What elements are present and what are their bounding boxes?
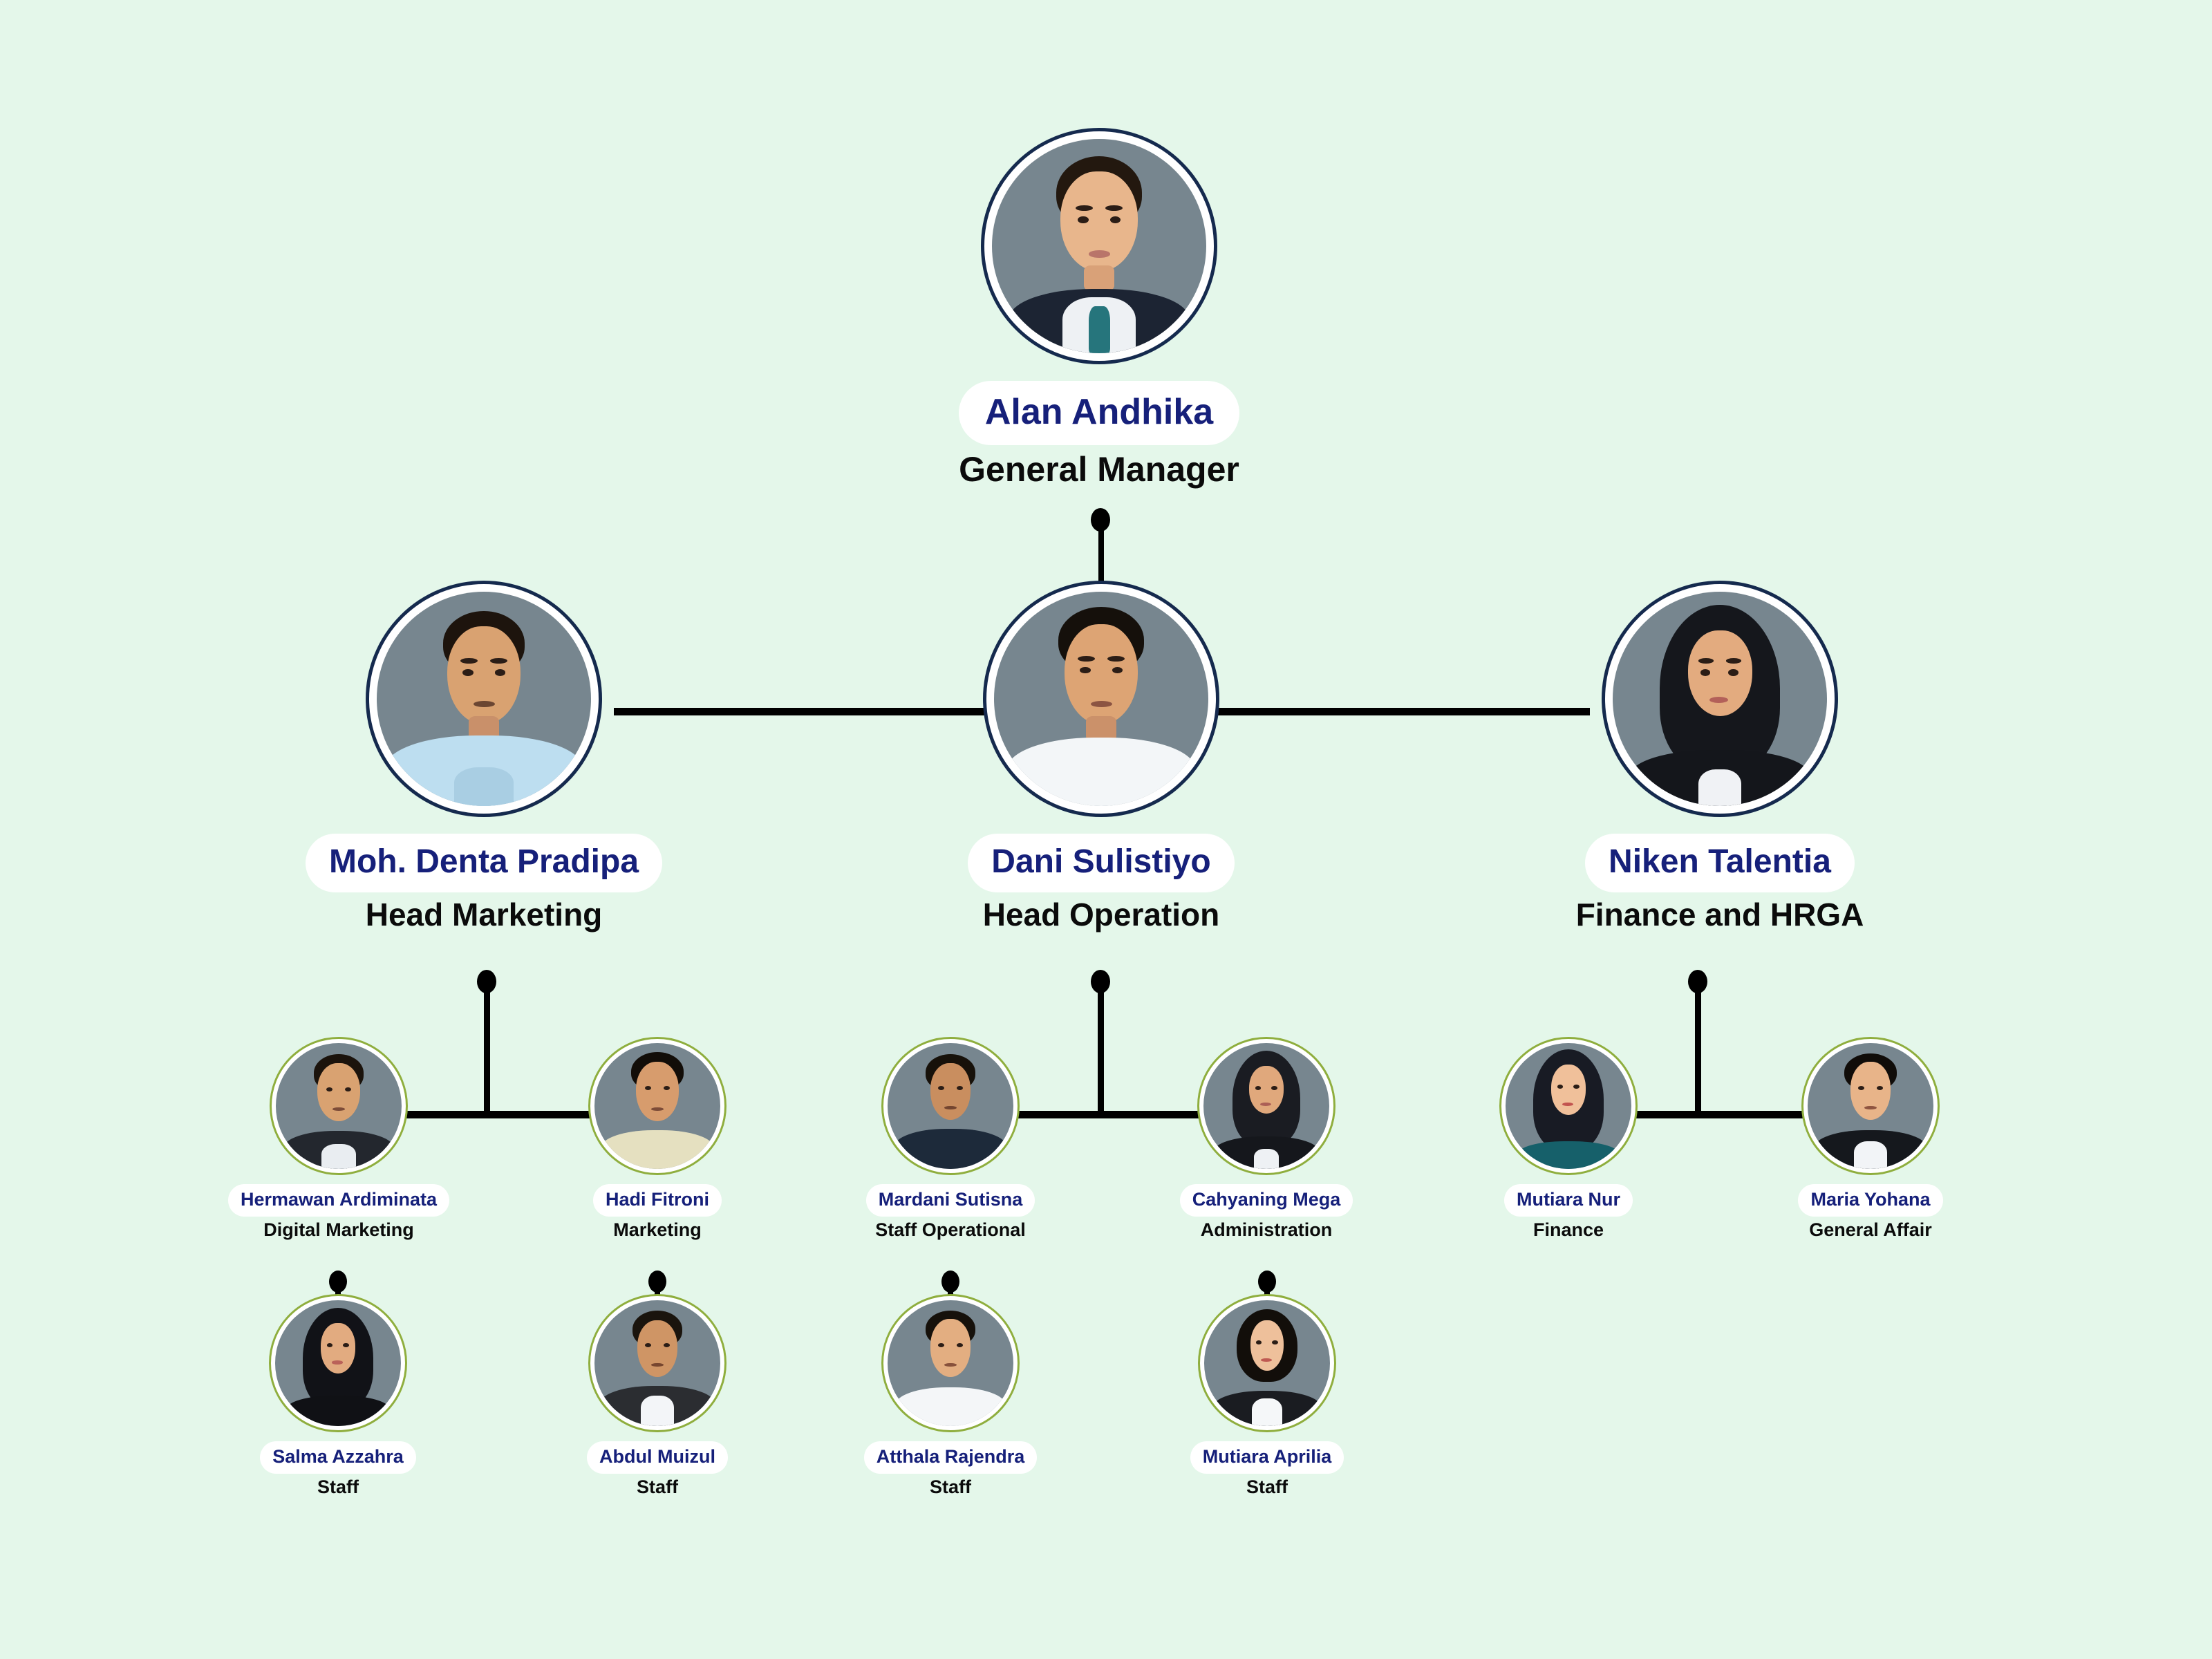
- org-node-mardani-sutisna[interactable]: Mardani Sutisna Staff Operational: [812, 1037, 1089, 1239]
- label-block-alan-andhika: Alan Andhika General Manager: [958, 381, 1240, 489]
- label-block-maria-yohana: Maria Yohana General Affair: [1798, 1184, 1943, 1240]
- name-moh-denta-pradipa: Moh. Denta Pradipa: [305, 834, 663, 892]
- avatar-maria-yohana: [1801, 1037, 1940, 1175]
- org-node-mutiara-nur[interactable]: Mutiara Nur Finance: [1430, 1037, 1707, 1239]
- name-abdul-muizul: Abdul Muizul: [587, 1441, 728, 1474]
- connector-stem-marketing: [484, 988, 490, 1116]
- role-mutiara-nur: Finance: [1533, 1219, 1604, 1240]
- name-atthala-rajendra: Atthala Rajendra: [863, 1441, 1038, 1474]
- label-block-mutiara-nur: Mutiara Nur Finance: [1503, 1184, 1633, 1240]
- portrait-mutiara-aprilia: [1204, 1300, 1330, 1426]
- role-maria-yohana: General Affair: [1809, 1219, 1932, 1240]
- role-mardani-sutisna: Staff Operational: [875, 1219, 1026, 1240]
- portrait-abdul-muizul: [594, 1300, 720, 1426]
- role-hadi-fitroni: Marketing: [613, 1219, 702, 1240]
- role-atthala-rajendra: Staff: [930, 1477, 971, 1497]
- connector-bar-marketing: [387, 1111, 657, 1118]
- name-maria-yohana: Maria Yohana: [1798, 1184, 1943, 1217]
- name-hadi-fitroni: Hadi Fitroni: [593, 1184, 722, 1217]
- name-cahyaning-mega: Cahyaning Mega: [1179, 1184, 1353, 1217]
- connector-stem-finance: [1695, 988, 1701, 1116]
- avatar-abdul-muizul: [588, 1294, 727, 1432]
- connector-stem-operation: [1098, 988, 1104, 1116]
- portrait-maria-yohana: [1808, 1043, 1933, 1169]
- avatar-mardani-sutisna: [881, 1037, 1020, 1175]
- org-node-alan-andhika[interactable]: Alan Andhika General Manager: [912, 128, 1286, 487]
- label-block-mutiara-aprilia: Mutiara Aprilia Staff: [1190, 1441, 1344, 1497]
- name-dani-sulistiyo: Dani Sulistiyo: [968, 834, 1235, 892]
- portrait-atthala-rajendra: [888, 1300, 1013, 1426]
- role-abdul-muizul: Staff: [637, 1477, 678, 1497]
- portrait-cahyaning-mega: [1203, 1043, 1329, 1169]
- label-block-atthala-rajendra: Atthala Rajendra Staff: [863, 1441, 1038, 1497]
- avatar-atthala-rajendra: [881, 1294, 1020, 1432]
- avatar-dani-sulistiyo: [983, 581, 1219, 817]
- label-block-moh-denta-pradipa: Moh. Denta Pradipa Head Marketing: [305, 834, 663, 932]
- org-node-atthala-rajendra[interactable]: Atthala Rajendra Staff: [812, 1294, 1089, 1497]
- label-block-niken-talentia: Niken Talentia Finance and HRGA: [1576, 834, 1864, 930]
- avatar-hermawan-ardiminata: [270, 1037, 408, 1175]
- portrait-dani-sulistiyo: [994, 592, 1208, 806]
- name-alan-andhika: Alan Andhika: [958, 381, 1240, 445]
- portrait-hadi-fitroni: [594, 1043, 720, 1169]
- portrait-moh-denta-pradipa: [377, 592, 591, 806]
- role-cahyaning-mega: Administration: [1200, 1219, 1333, 1240]
- role-moh-denta-pradipa: Head Marketing: [365, 897, 603, 932]
- label-block-abdul-muizul: Abdul Muizul Staff: [587, 1441, 728, 1497]
- label-block-mardani-sutisna: Mardani Sutisna Staff Operational: [865, 1184, 1035, 1240]
- avatar-niken-talentia: [1602, 581, 1838, 817]
- portrait-mutiara-nur: [1506, 1043, 1631, 1169]
- org-node-cahyaning-mega[interactable]: Cahyaning Mega Administration: [1128, 1037, 1405, 1239]
- name-mardani-sutisna: Mardani Sutisna: [865, 1184, 1035, 1217]
- avatar-moh-denta-pradipa: [366, 581, 602, 817]
- avatar-salma-azzahra: [269, 1294, 407, 1432]
- org-node-mutiara-aprilia[interactable]: Mutiara Aprilia Staff: [1129, 1294, 1405, 1497]
- portrait-alan-andhika: [992, 139, 1206, 353]
- org-node-dani-sulistiyo[interactable]: Dani Sulistiyo Head Operation: [928, 581, 1274, 930]
- label-block-cahyaning-mega: Cahyaning Mega Administration: [1179, 1184, 1353, 1240]
- role-hermawan-ardiminata: Digital Marketing: [263, 1219, 414, 1240]
- role-niken-talentia: Finance and HRGA: [1575, 897, 1864, 932]
- org-node-hadi-fitroni[interactable]: Hadi Fitroni Marketing: [519, 1037, 796, 1239]
- role-salma-azzahra: Staff: [317, 1477, 359, 1497]
- name-hermawan-ardiminata: Hermawan Ardiminata: [227, 1184, 450, 1217]
- avatar-mutiara-aprilia: [1198, 1294, 1336, 1432]
- connector-bar-operation: [966, 1111, 1236, 1118]
- portrait-salma-azzahra: [275, 1300, 401, 1426]
- avatar-alan-andhika: [981, 128, 1217, 364]
- org-node-moh-denta-pradipa[interactable]: Moh. Denta Pradipa Head Marketing: [305, 581, 663, 930]
- portrait-mardani-sutisna: [888, 1043, 1013, 1169]
- portrait-niken-talentia: [1613, 592, 1827, 806]
- avatar-cahyaning-mega: [1197, 1037, 1335, 1175]
- connector-stem-gm: [1098, 527, 1104, 603]
- avatar-hadi-fitroni: [588, 1037, 727, 1175]
- org-node-salma-azzahra[interactable]: Salma Azzahra Staff: [200, 1294, 476, 1497]
- name-mutiara-nur: Mutiara Nur: [1503, 1184, 1633, 1217]
- label-block-dani-sulistiyo: Dani Sulistiyo Head Operation: [968, 834, 1235, 932]
- label-block-hadi-fitroni: Hadi Fitroni Marketing: [593, 1184, 722, 1239]
- label-block-hermawan-ardiminata: Hermawan Ardiminata Digital Marketing: [227, 1184, 450, 1240]
- name-mutiara-aprilia: Mutiara Aprilia: [1190, 1441, 1344, 1474]
- role-mutiara-aprilia: Staff: [1246, 1477, 1288, 1497]
- org-node-maria-yohana[interactable]: Maria Yohana General Affair: [1732, 1037, 2009, 1239]
- avatar-mutiara-nur: [1499, 1037, 1638, 1175]
- role-alan-andhika: General Manager: [959, 450, 1239, 489]
- portrait-hermawan-ardiminata: [276, 1043, 402, 1169]
- org-node-hermawan-ardiminata[interactable]: Hermawan Ardiminata Digital Marketing: [200, 1037, 477, 1239]
- name-niken-talentia: Niken Talentia: [1585, 834, 1855, 892]
- label-block-salma-azzahra: Salma Azzahra Staff: [260, 1441, 416, 1497]
- org-node-abdul-muizul[interactable]: Abdul Muizul Staff: [519, 1294, 796, 1497]
- name-salma-azzahra: Salma Azzahra: [260, 1441, 416, 1474]
- org-node-niken-talentia[interactable]: Niken Talentia Finance and HRGA: [1547, 581, 1893, 930]
- connector-bar-finance: [1569, 1111, 1840, 1118]
- role-dani-sulistiyo: Head Operation: [982, 897, 1220, 932]
